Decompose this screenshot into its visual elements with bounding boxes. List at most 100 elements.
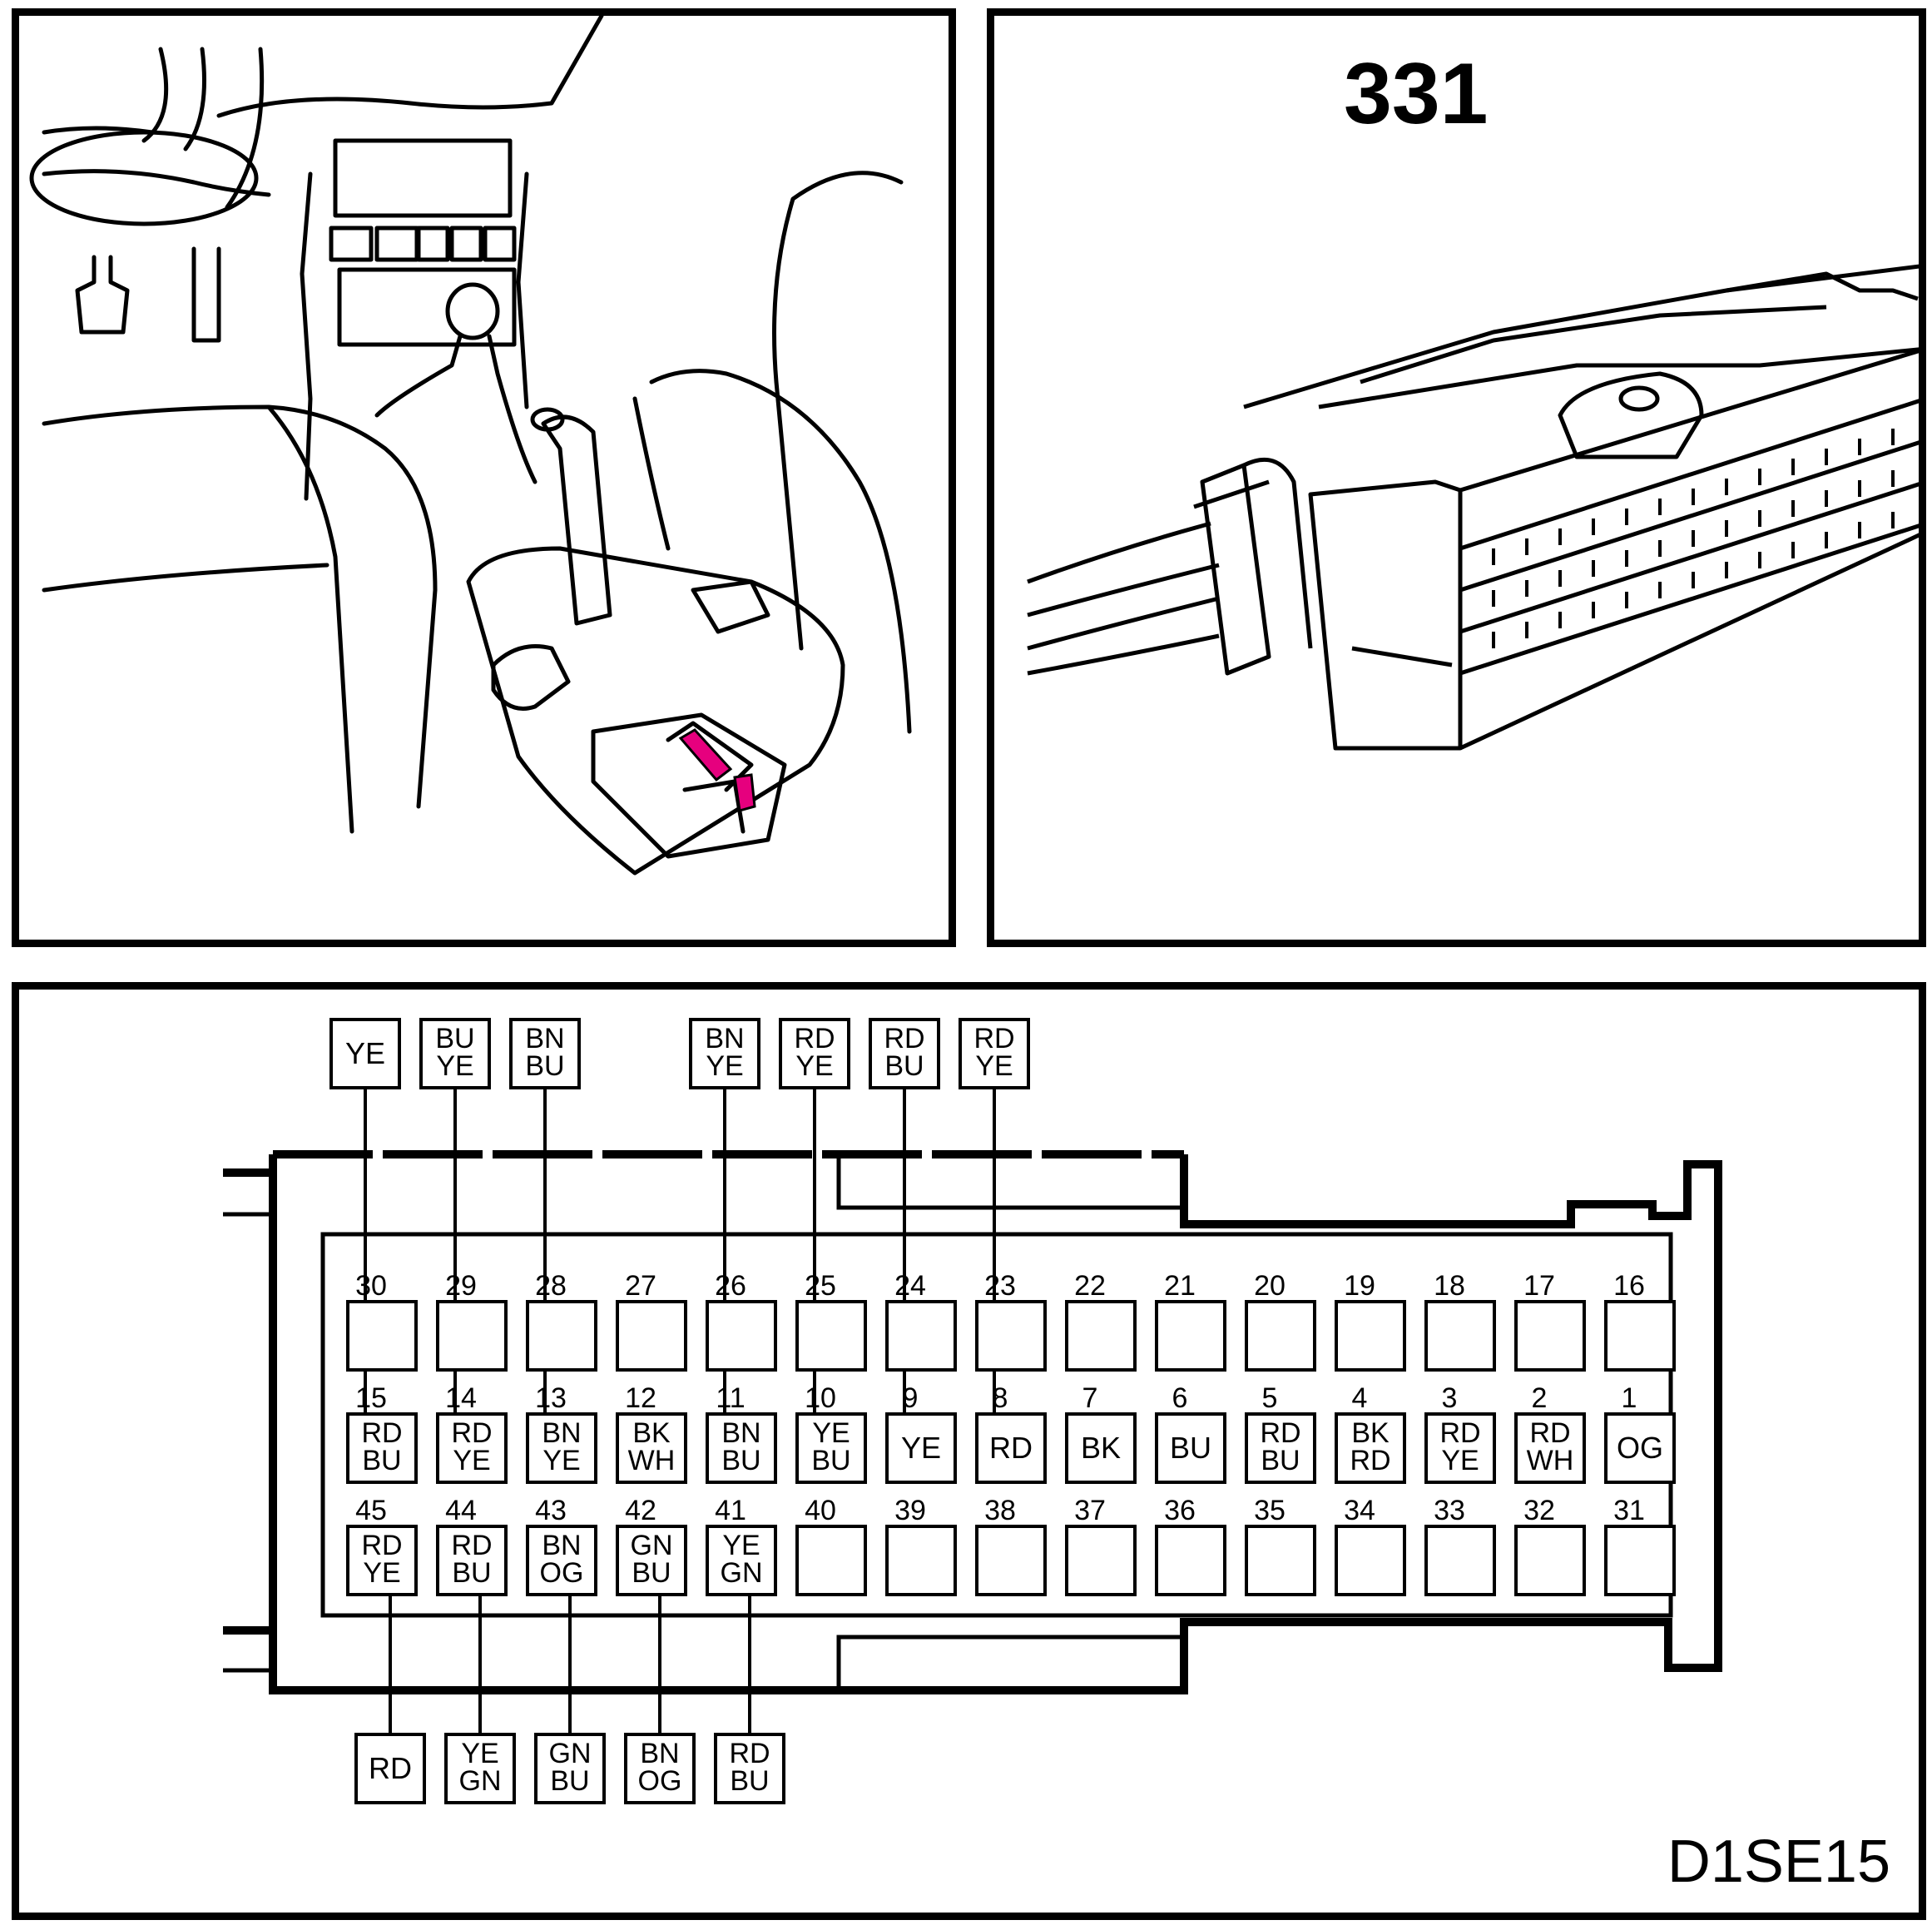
pin-cavity: [1424, 1525, 1496, 1596]
lead-wire-color: BU: [435, 1023, 474, 1054]
pin-cavity: [436, 1412, 508, 1484]
lead-wire-color: YE: [461, 1738, 498, 1769]
pin-cavity: [1065, 1412, 1137, 1484]
pin-number: 7: [1082, 1382, 1098, 1414]
pin-25: 25: [795, 1270, 867, 1372]
pin-wire-color: WH: [628, 1445, 676, 1476]
pin-wire-color: BU: [1261, 1445, 1300, 1476]
pin-number: 16: [1613, 1270, 1645, 1302]
pin-cavity: [795, 1300, 867, 1372]
pin-cavity: [1155, 1412, 1226, 1484]
pin-number: 36: [1164, 1495, 1196, 1526]
pin-number: 8: [993, 1382, 1008, 1414]
pin-cavity: [1514, 1300, 1586, 1372]
pin-cavity: [1155, 1525, 1226, 1596]
pin-cavity: [795, 1525, 867, 1596]
pin-24: 24: [885, 1270, 957, 1372]
pin-number: 37: [1074, 1495, 1106, 1526]
pin-number: 22: [1074, 1270, 1106, 1302]
pin-wire-color: BU: [1170, 1431, 1211, 1465]
lead-label-box: [354, 1733, 426, 1804]
pin-wire-color: OG: [1617, 1431, 1663, 1465]
pin-19: 19: [1335, 1270, 1406, 1372]
pin-wire-color: RD: [1529, 1417, 1570, 1449]
lead-wire-color: YE: [795, 1050, 833, 1082]
pin-39: 39: [885, 1495, 957, 1596]
pin-number: 39: [894, 1495, 926, 1526]
pin-38: 38: [975, 1495, 1047, 1596]
pin-27: 27: [616, 1270, 687, 1372]
pin-cavity: [616, 1300, 687, 1372]
pin-number: 45: [355, 1495, 387, 1526]
pin-number: 13: [535, 1382, 567, 1414]
pin-wire-color: RD: [1350, 1445, 1390, 1476]
pin-wire-color: YE: [812, 1417, 850, 1449]
pinout-diagram: 1OG2RDWH3RDYE4BKRD5RDBU6BU7BK8RD9YE10YEB…: [223, 1018, 1722, 1804]
pin-number: 33: [1434, 1495, 1465, 1526]
pin-40: 40: [795, 1495, 867, 1596]
pin-number: 38: [984, 1495, 1016, 1526]
pin-number: 26: [715, 1270, 746, 1302]
lead-label-box: [959, 1018, 1030, 1089]
lead-wire-color: RD: [369, 1751, 412, 1785]
connector-housing-outline: [223, 1150, 1722, 1694]
pin-cavity: [795, 1412, 867, 1484]
pin-cavity: [526, 1412, 597, 1484]
pin-cavity: [1604, 1525, 1676, 1596]
lead-label-box: [329, 1018, 401, 1089]
pin-wire-color: BK: [1081, 1431, 1121, 1465]
lead-label-box: [419, 1018, 491, 1089]
pin-number: 9: [903, 1382, 919, 1414]
pin-wire-color: YE: [363, 1557, 400, 1589]
pin-number: 31: [1613, 1495, 1645, 1526]
lead-label-box: [534, 1733, 606, 1804]
pin-number: 40: [805, 1495, 836, 1526]
pin-number: 32: [1523, 1495, 1555, 1526]
pin-17: 17: [1514, 1270, 1586, 1372]
pin-cavity: [1514, 1525, 1586, 1596]
pin-cavity: [346, 1300, 418, 1372]
pin-wire-color: BN: [721, 1417, 760, 1449]
pin-wire-color: RD: [1439, 1417, 1480, 1449]
pin-wire-color: RD: [451, 1417, 492, 1449]
lead-wire-color: RD: [884, 1023, 924, 1054]
pin-cavity: [1335, 1525, 1406, 1596]
pin-31: 31: [1604, 1495, 1676, 1596]
pin-wire-color: OG: [540, 1557, 584, 1589]
pin-23: 23: [975, 1270, 1047, 1372]
pin-wire-color: BK: [1351, 1417, 1390, 1449]
lead-label-box: [444, 1733, 516, 1804]
pin-cavity: [1245, 1300, 1316, 1372]
pin-cavity: [975, 1525, 1047, 1596]
pin-wire-color: BU: [632, 1557, 671, 1589]
pin-cavity: [616, 1412, 687, 1484]
pin-29: 29: [436, 1270, 508, 1372]
pin-wire-color: RD: [1260, 1417, 1300, 1449]
pin-20: 20: [1245, 1270, 1316, 1372]
pin-number: 41: [715, 1495, 746, 1526]
pin-number: 4: [1352, 1382, 1368, 1414]
pin-wire-color: BN: [542, 1530, 581, 1561]
lead-wire-color: BU: [730, 1765, 769, 1797]
lead-wire-color: YE: [436, 1050, 473, 1082]
pin-number: 12: [625, 1382, 656, 1414]
pin-cavity: [706, 1412, 777, 1484]
pin-wire-color: YE: [722, 1530, 760, 1561]
pin-8: 8RD: [975, 1382, 1047, 1484]
lead-wire-color: RD: [729, 1738, 770, 1769]
